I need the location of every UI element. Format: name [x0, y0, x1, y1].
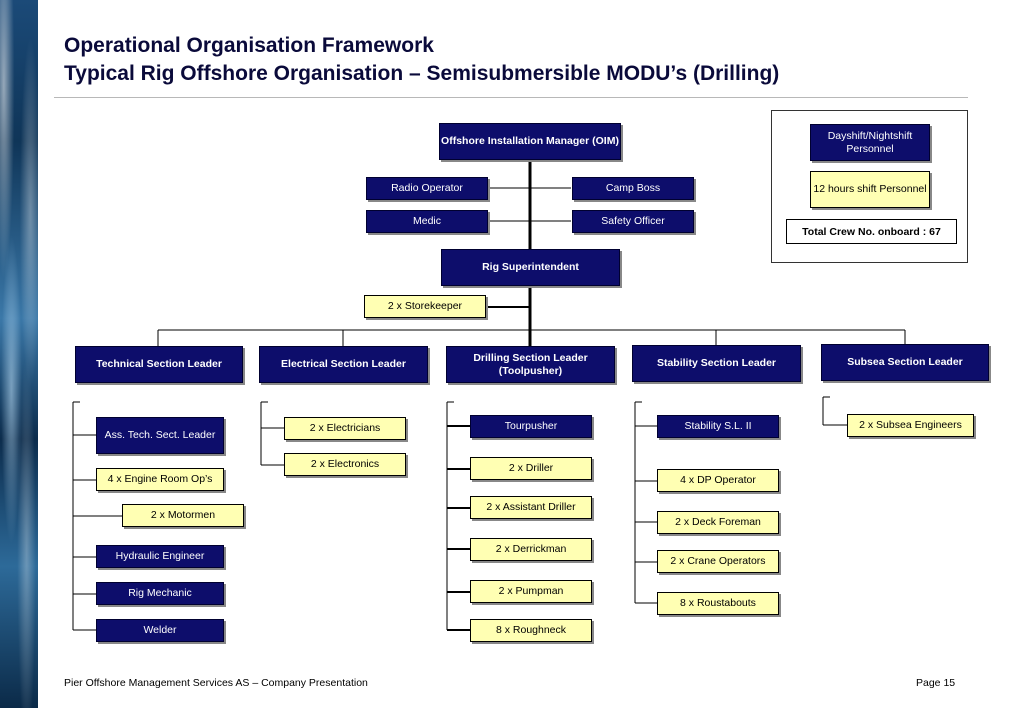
technical-section-leader-box: Technical Section Leader	[75, 346, 243, 383]
subsea-section-leader-box: Subsea Section Leader	[821, 344, 989, 381]
drilling-item: 2 x Derrickman	[470, 538, 592, 561]
total-crew-label: Total Crew No. onboard : 67	[786, 219, 957, 244]
page-number: Page 15	[916, 677, 956, 689]
drilling-item: 8 x Roughneck	[470, 619, 592, 642]
stability-item: 2 x Crane Operators	[657, 550, 779, 573]
technical-item: Hydraulic Engineer	[96, 545, 224, 568]
camp-boss-box: Camp Boss	[572, 177, 694, 200]
technical-item: Ass. Tech. Sect. Leader	[96, 417, 224, 454]
title-divider	[54, 97, 968, 98]
storekeeper-box: 2 x Storekeeper	[364, 295, 486, 318]
drilling-item: 2 x Driller	[470, 457, 592, 480]
technical-item: Rig Mechanic	[96, 582, 224, 605]
rig-superintendent-box: Rig Superintendent	[441, 249, 620, 286]
stability-item: 2 x Deck Foreman	[657, 511, 779, 534]
ocean-wave-image	[0, 0, 38, 708]
stability-item: 4 x DP Operator	[657, 469, 779, 492]
footer-company: Pier Offshore Management Services AS – C…	[64, 677, 368, 689]
page-title: Operational Organisation Framework	[64, 34, 434, 57]
medic-box: Medic	[366, 210, 488, 233]
stability-item: 8 x Roustabouts	[657, 592, 779, 615]
drilling-item: 2 x Pumpman	[470, 580, 592, 603]
drilling-item: Tourpusher	[470, 415, 592, 438]
safety-officer-box: Safety Officer	[572, 210, 694, 233]
technical-item: 2 x Motormen	[122, 504, 244, 527]
legend-12h-box: 12 hours shift Personnel	[810, 171, 930, 208]
technical-item: Welder	[96, 619, 224, 642]
oim-box: Offshore Installation Manager (OIM)	[439, 123, 621, 160]
page-subtitle: Typical Rig Offshore Organisation – Semi…	[64, 62, 780, 85]
electrical-item: 2 x Electronics	[284, 453, 406, 476]
electrical-item: 2 x Electricians	[284, 417, 406, 440]
subsea-item: 2 x Subsea Engineers	[847, 414, 974, 437]
drilling-section-leader-box: Drilling Section Leader (Toolpusher)	[446, 346, 615, 383]
radio-operator-box: Radio Operator	[366, 177, 488, 200]
technical-item: 4 x Engine Room Op’s	[96, 468, 224, 491]
stability-item: Stability S.L. II	[657, 415, 779, 438]
electrical-section-leader-box: Electrical Section Leader	[259, 346, 428, 383]
drilling-item: 2 x Assistant Driller	[470, 496, 592, 519]
stability-section-leader-box: Stability Section Leader	[632, 345, 801, 382]
legend-dayshift-box: Dayshift/Nightshift Personnel	[810, 124, 930, 161]
